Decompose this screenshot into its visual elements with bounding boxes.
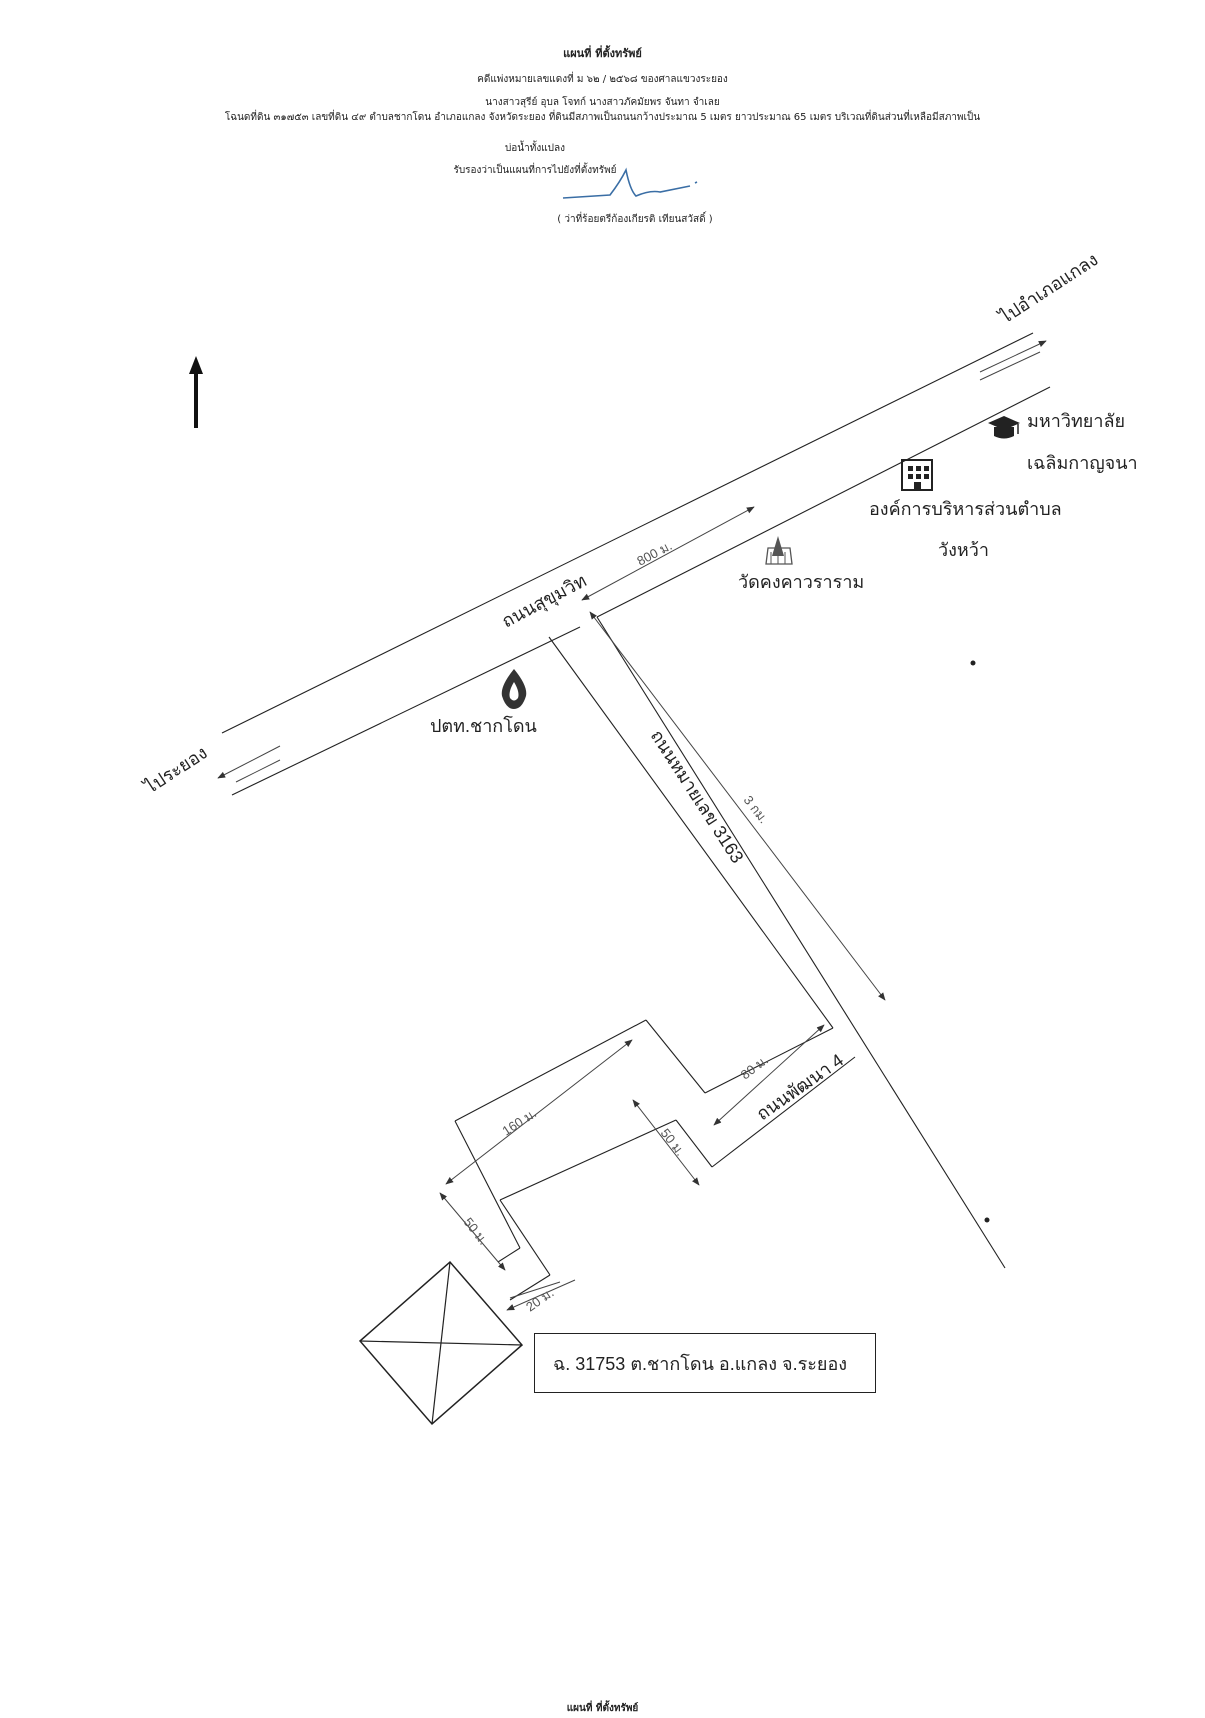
graduation-cap-icon — [988, 416, 1020, 439]
arrow-to-klaeng-2 — [979, 351, 1041, 381]
label-to-rayong: ไประยอง — [139, 742, 211, 799]
map-dot — [984, 1217, 990, 1223]
label-temple: วัดคงคาวราราม — [738, 572, 864, 592]
deed-description-line: โฉนดที่ดิน ๓๑๗๕๓ เลขที่ดิน ๔๙ ตำบลชากโดน… — [224, 112, 981, 123]
parcel-label-box: ฉ. 31753 ต.ชากโดน อ.แกลง จ.ระยอง — [534, 1333, 876, 1393]
certification-line: รับรองว่าเป็นแผนที่การไปยังที่ตั้งทรัพย์ — [453, 165, 617, 176]
dimension-80m — [713, 1024, 825, 1126]
label-sukhumvit: ถนนสุขุมวิท — [498, 570, 590, 632]
dist-800m-label: 800 ม. — [634, 538, 674, 569]
road-sukhumvit — [221, 332, 1051, 796]
dist-3km-label: 3 กม. — [741, 793, 772, 827]
north-arrow-icon — [189, 356, 203, 428]
dimension-160m — [445, 1039, 633, 1185]
label-tao-2: วังหว้า — [938, 540, 989, 560]
arrow-to-rayong-2 — [235, 759, 281, 783]
arrow-to-rayong — [217, 745, 281, 779]
parties-line: นางสาวสุรีย์ อุบล โจทก์ นางสาวภัคมัยพร จ… — [485, 97, 720, 108]
parcel-label: ฉ. 31753 ต.ชากโดน อ.แกลง จ.ระยอง — [553, 1353, 848, 1374]
case-number-line: คดีแพ่งหมายเลขแดงที่ ม ๖๒ / ๒๕๖๘ ของศาลแ… — [477, 74, 728, 85]
office-building-icon — [901, 459, 933, 491]
label-university-1: มหาวิทยาลัย — [1027, 411, 1125, 431]
label-university-2: เฉลิมกาญจนา — [1027, 453, 1138, 473]
dist-160m-label: 160 ม. — [499, 1106, 539, 1139]
dimension-20m — [509, 1281, 561, 1299]
road-3163 — [548, 616, 1006, 1269]
label-to-klaeng: ไปอำเภอแกลง — [994, 248, 1102, 328]
deed-description-continued: บ่อน้ำทั้งแปลง — [504, 143, 566, 154]
dimension-3km — [589, 611, 886, 1001]
parcel-marker — [358, 1260, 524, 1426]
map-dot — [970, 660, 976, 666]
arrow-to-klaeng — [979, 340, 1047, 373]
label-road-3163: ถนนหมายเลข 3163 — [647, 726, 748, 866]
signature — [562, 167, 698, 199]
dimension-800m — [581, 506, 755, 601]
label-ptt: ปตท.ชากโดน — [430, 715, 537, 736]
dist-50m-b-label: 50 ม. — [461, 1215, 491, 1248]
dimension-50m-b — [439, 1192, 506, 1271]
ptt-logo-icon — [501, 669, 527, 709]
road-phatthana4 — [454, 1019, 856, 1301]
page-title: แผนที่ ที่ตั้งทรัพย์ — [563, 47, 642, 60]
dimension-50m-a — [632, 1099, 700, 1186]
signer-name: ( ว่าที่ร้อยตรีก้องเกียรติ เทียนสวัสดิ์ … — [557, 214, 713, 225]
footer-title: แผนที่ ที่ตั้งทรัพย์ — [566, 1703, 639, 1714]
dimension-20m-b — [506, 1279, 576, 1311]
label-tao-1: องค์การบริหารส่วนตำบล — [869, 499, 1062, 519]
temple-icon — [765, 536, 793, 565]
